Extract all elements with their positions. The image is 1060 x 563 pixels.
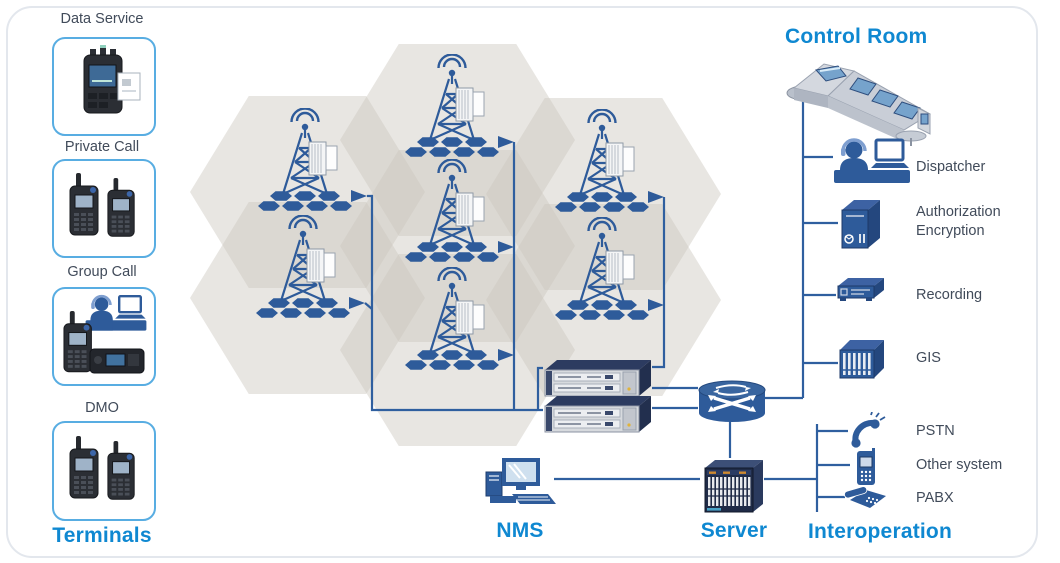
server-title: Server [700, 519, 768, 542]
control-room-item-label: Dispatcher [916, 159, 986, 175]
terminal-box-dmo [52, 421, 156, 521]
control-room-item-label: Authorization Encryption [916, 204, 1001, 239]
terminal-box-data-service [52, 37, 156, 136]
radio-tower-icon [400, 54, 520, 166]
interoperation-item-label: Other system [916, 457, 1003, 473]
core-server-icon [704, 460, 763, 513]
handheld-radios-icon [69, 435, 135, 500]
radio-tower-icon [253, 108, 373, 220]
gis-server-icon [839, 340, 884, 379]
recording-unit-icon [837, 278, 884, 301]
nms-title: NMS [496, 519, 544, 542]
radio-tower-icon [400, 159, 520, 271]
dispatcher-icon [832, 138, 912, 185]
terminal-box-group-call [52, 287, 156, 386]
radio-tower-icon [251, 215, 371, 327]
radio-tower-icon [400, 267, 520, 379]
terminal-group-label: Group Call [67, 264, 137, 280]
control-room-item-label: Recording [916, 287, 983, 303]
dispatch-console-icon [786, 63, 931, 146]
handheld-radios-icon [69, 172, 135, 237]
terminal-group-label: Private Call [64, 139, 140, 155]
base-station-rack-icon [544, 396, 652, 433]
telephone-handset-icon [851, 412, 886, 448]
portable-data-radio-icon [83, 45, 141, 114]
tower-server-icon [841, 200, 880, 249]
interoperation-item-label: PSTN [916, 423, 955, 439]
interoperation-title: Interoperation [808, 520, 952, 543]
control-room-item-label: GIS [916, 350, 941, 366]
control-room-title: Control Room [785, 25, 928, 48]
radio-dispatcher-base-icon [63, 294, 148, 374]
router-icon [698, 380, 766, 422]
terminal-group-label: Data Service [60, 11, 144, 27]
radio-tower-icon [550, 217, 670, 329]
desk-phone-icon [844, 486, 886, 508]
radio-tower-icon [550, 109, 670, 221]
nms-computer-icon [485, 458, 556, 504]
terminal-group-label: DMO [85, 400, 119, 416]
interoperation-item-label: PABX [916, 490, 954, 506]
base-station-rack-icon [544, 360, 652, 397]
mobile-phone-icon [857, 448, 875, 485]
page-frame-border [6, 6, 1038, 558]
terminal-box-private-call [52, 159, 156, 258]
terminals-title: Terminals [52, 524, 152, 547]
